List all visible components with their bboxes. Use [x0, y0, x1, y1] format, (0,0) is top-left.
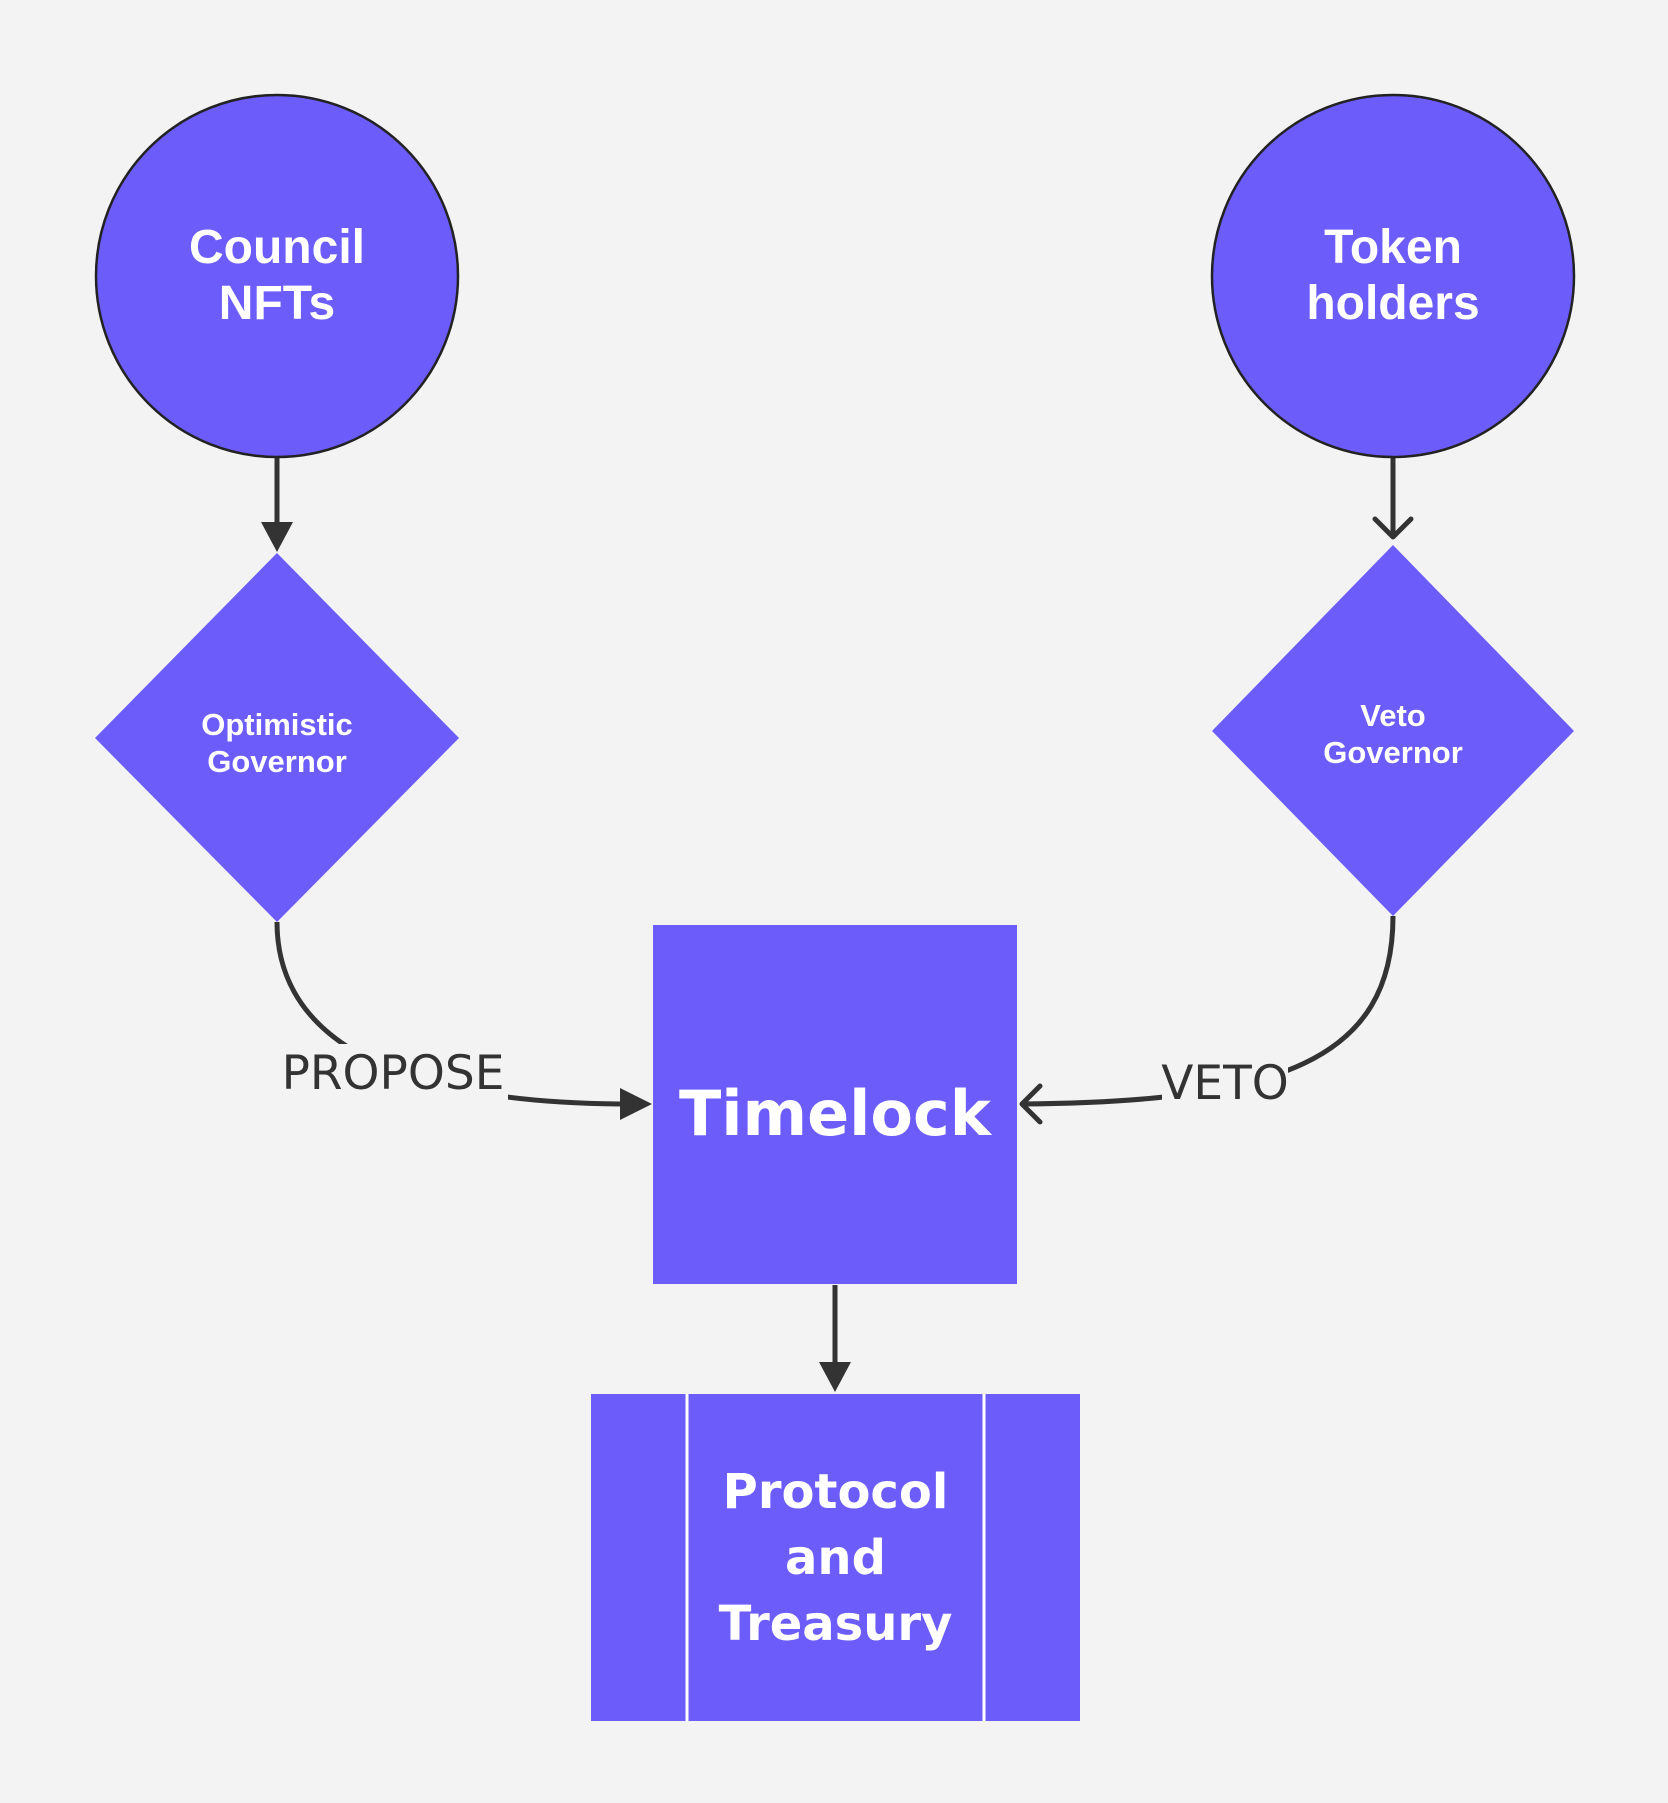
timelock-label: Timelock	[678, 1077, 992, 1150]
veto-edge-label: VETO	[1161, 1054, 1289, 1114]
council-nfts-label: Council NFTs	[189, 221, 365, 330]
propose-edge-label: PROPOSE	[278, 1044, 508, 1104]
timelock-node	[653, 925, 1017, 1284]
token-holders-label: Token holders	[1306, 221, 1480, 330]
arrowhead-veto	[1019, 1083, 1043, 1125]
protocol-treasury-node	[591, 1394, 1080, 1721]
optimistic-governor-node	[95, 553, 459, 922]
veto-governor-label: Veto Governor	[1323, 698, 1463, 770]
optimistic-governor-label: Optimistic Governor	[201, 707, 353, 779]
arrowhead-propose	[620, 1088, 652, 1120]
arrowhead-council-to-optimistic	[261, 522, 293, 552]
council-nfts-node	[94, 93, 460, 459]
arrowhead-timelock-to-protocol	[819, 1362, 851, 1392]
veto-governor-node	[1212, 545, 1574, 916]
edge-veto	[1021, 915, 1396, 1107]
token-holders-node	[1210, 93, 1576, 459]
protocol-treasury-label: Protocol and Treasury	[718, 1464, 953, 1652]
arrowhead-token-to-veto	[1372, 516, 1414, 540]
